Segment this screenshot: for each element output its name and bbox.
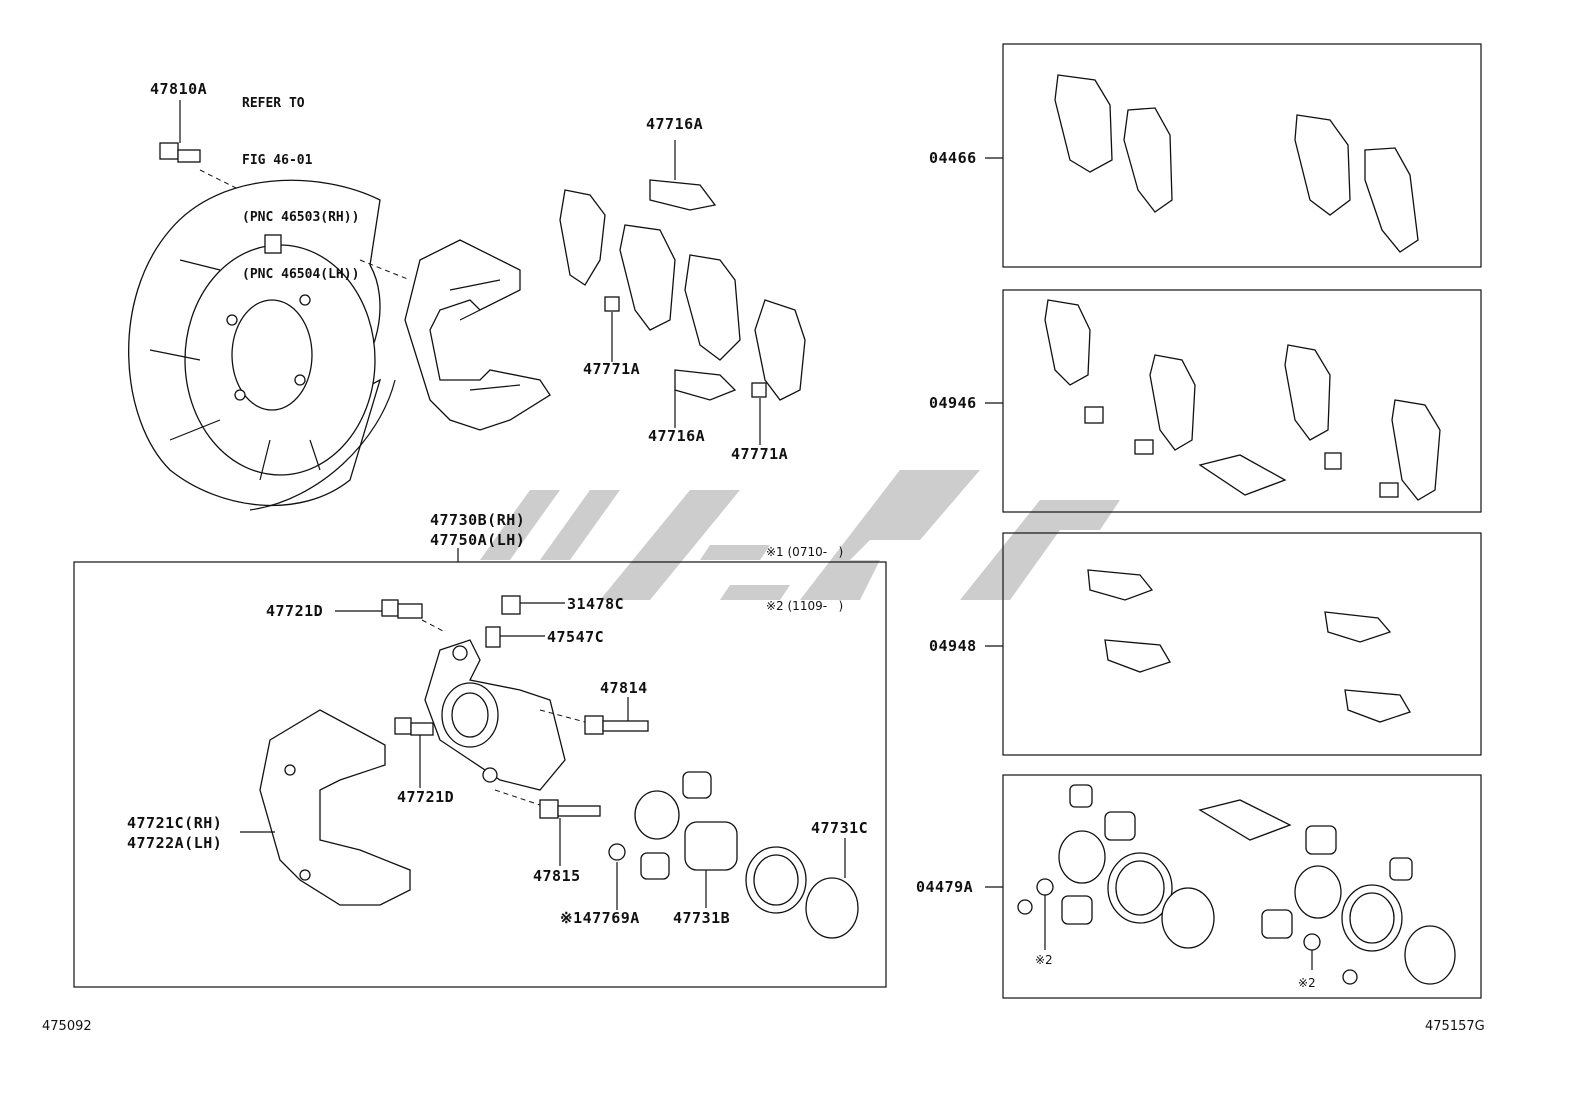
part-label-47750A[interactable]: 47750A(LH) xyxy=(430,531,526,549)
part-label-47547C[interactable]: 47547C xyxy=(547,628,605,646)
reference-note: REFER TO FIG 46-01 (PNC 46503(RH)) (PNC … xyxy=(242,56,359,303)
part-label-47814[interactable]: 47814 xyxy=(600,679,648,697)
part-label-04948[interactable]: 04948 xyxy=(929,637,977,655)
mounting-bracket-top-drawing xyxy=(359,239,551,431)
part-label-04466[interactable]: 04466 xyxy=(929,149,977,167)
part-label-47721D-top[interactable]: 47721D xyxy=(266,602,324,620)
reference-line-2: FIG 46-01 xyxy=(242,153,313,168)
backing-plate-drawing xyxy=(128,179,396,511)
part-label-47721C[interactable]: 47721C(RH) xyxy=(127,814,223,832)
part-label-47716A-bottom[interactable]: 47716A xyxy=(648,427,706,445)
bolt-47810A-drawing xyxy=(159,100,241,191)
figure-code-right: 475157G xyxy=(1425,1019,1485,1034)
part-label-47730B[interactable]: 47730B(RH) xyxy=(430,511,526,529)
figure-code-left: 475092 xyxy=(42,1019,92,1034)
reference-line-3: (PNC 46503(RH)) xyxy=(242,210,360,225)
kit-04948-drawing xyxy=(1087,569,1411,723)
part-label-47769A[interactable]: ※147769A xyxy=(560,909,640,927)
kit-box-04466 xyxy=(1002,43,1482,268)
reference-line-4: (PNC 46504(LH)) xyxy=(242,267,360,282)
caliper-assembly-box xyxy=(73,561,887,988)
date-note-1: ※1 (0710- ) xyxy=(766,545,844,559)
part-label-04479A[interactable]: 04479A xyxy=(916,878,974,896)
part-label-47722A[interactable]: 47722A(LH) xyxy=(127,834,223,852)
part-label-47815[interactable]: 47815 xyxy=(533,867,581,885)
reference-line-1: REFER TO xyxy=(242,96,305,111)
kit-box-04948 xyxy=(1002,532,1482,756)
part-label-04946[interactable]: 04946 xyxy=(929,394,977,412)
kit-04479A-drawing xyxy=(1017,784,1456,985)
part-label-47721D-mid[interactable]: 47721D xyxy=(397,788,455,806)
part-label-47771A-right[interactable]: 47771A xyxy=(731,445,789,463)
date-note-2: ※2 (1109- ) xyxy=(766,599,844,613)
kit-04466-drawing xyxy=(1054,74,1419,253)
date-mark-2-left: ※2 xyxy=(1035,953,1053,967)
date-notes: ※1 (0710- ) ※2 (1109- ) xyxy=(766,507,843,633)
watermark-logo xyxy=(480,470,1120,600)
brake-pads-top-drawing xyxy=(559,140,806,445)
kit-04946-drawing xyxy=(1044,299,1441,501)
part-label-47731B[interactable]: 47731B xyxy=(673,909,731,927)
caliper-parts-drawing xyxy=(240,595,859,939)
kit-box-04946 xyxy=(1002,289,1482,513)
part-label-47716A-top[interactable]: 47716A xyxy=(646,115,704,133)
part-label-31478C[interactable]: 31478C xyxy=(567,595,625,613)
part-label-47731C[interactable]: 47731C xyxy=(811,819,869,837)
date-mark-2-right: ※2 xyxy=(1298,976,1316,990)
part-label-47810A[interactable]: 47810A xyxy=(150,80,208,98)
part-label-47771A-left[interactable]: 47771A xyxy=(583,360,641,378)
